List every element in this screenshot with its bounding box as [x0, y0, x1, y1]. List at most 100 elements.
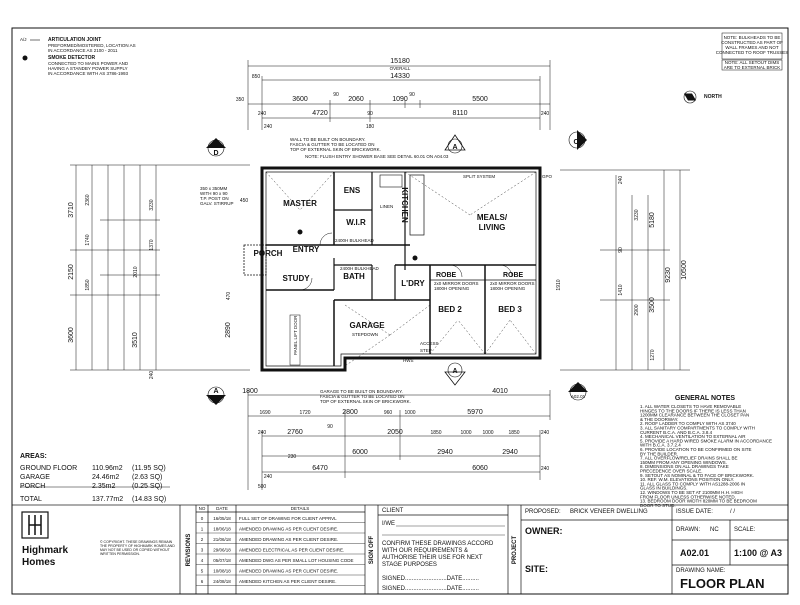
section-a-top-label: A — [452, 144, 457, 151]
area-label: TOTAL — [20, 496, 42, 503]
room-linen: LINEN — [380, 204, 393, 209]
company-name-2: Homes — [22, 557, 56, 568]
note-bulkhead-2: 2400H BULKHEAD — [340, 266, 380, 271]
area-m2: 110.96m2 — [92, 465, 123, 472]
bulkhead-note-1: NOTE: BULKHEADS TO BE — [724, 35, 781, 40]
dim-top-90b: 90 — [409, 92, 415, 98]
dim-right-9230: 9230 — [665, 267, 672, 283]
revision-date: 05/07/18 — [213, 558, 231, 563]
revision-no: 2 — [201, 537, 204, 542]
general-note-line: 4. MECHANICAL VENTILATION TO EXTERNAL AI… — [640, 434, 746, 439]
room-robe-1: ROBE — [436, 272, 457, 279]
section-a-top: A — [444, 134, 466, 154]
note-wall-boundary-top3: TOP OF EXTERNAL SKIN OF BRICKWORK. — [290, 147, 381, 152]
areas-title: AREAS: — [20, 453, 47, 460]
room-bed3: BED 3 — [498, 305, 522, 314]
revision-details: AMENDED DRAWING AS PER CLIENT DESIRE. — [239, 537, 338, 542]
dim-bottom-90a: 90 — [327, 424, 333, 430]
revision-details: AMENDED DRAWING AS PER CLIENT DESIRE. — [239, 569, 338, 574]
room-living: LIVING — [479, 223, 506, 232]
section-b-bottom: B A02.01 — [568, 382, 588, 401]
note-wall-boundary-bot3: TOP OF EXTERNAL SKIN OF BRICKWORK. — [320, 399, 411, 404]
general-note-line: HINGES TO THE DOORS IF THERE IS LESS THA… — [640, 408, 746, 413]
general-note-line: BY THE BUILDER. — [640, 451, 678, 456]
room-garage: GARAGE — [349, 321, 385, 330]
confirm-line-4: STAGE PURPOSES — [382, 562, 437, 568]
note-hws: HWS — [403, 358, 414, 363]
dim-top-5500: 5500 — [472, 96, 488, 103]
note-access: ACCESS — [420, 341, 439, 346]
dim-bottom-500: 500 — [258, 484, 267, 490]
general-note-line: PRECEDENCE OVER SCALE. — [640, 469, 703, 474]
confirm-line-3: AUTHORISE THEIR USE FOR NEXT — [382, 555, 483, 561]
dim-bottom-5970: 5970 — [467, 409, 483, 416]
room-meals: MEALS/ — [477, 213, 508, 222]
revision-no: 5 — [201, 569, 204, 574]
articulation-sub1: PREFORMED/MOSTERED, LOCATION AS — [48, 43, 136, 48]
general-notes-title: GENERAL NOTES — [675, 395, 735, 402]
left-dimensions — [70, 164, 250, 371]
dim-bottom-1000c: 1000 — [482, 430, 493, 436]
general-note-line: 9. SETOUT AS NOMINAL & TO FACE OF BRICKW… — [640, 473, 754, 478]
dim-top-3600: 3600 — [292, 96, 308, 103]
dim-left-1740: 1740 — [85, 234, 91, 245]
revision-date: 24/08/18 — [213, 579, 231, 584]
area-label: GARAGE — [20, 474, 50, 481]
dim-bottom-6060: 6060 — [472, 465, 488, 472]
dim-bottom-240d: 240 — [264, 474, 273, 480]
company-name-1: Highmark — [22, 545, 69, 556]
section-a-left-label: A — [213, 388, 218, 395]
dim-bottom-4010: 4010 — [492, 388, 508, 395]
site-label: SITE: — [525, 564, 548, 574]
area-label: GROUND FLOOR — [20, 465, 77, 472]
dim-right-2900: 2900 — [634, 304, 640, 315]
room-wir: W.I.R — [346, 218, 366, 227]
dim-top-4720: 4720 — [312, 110, 328, 117]
dim-bottom-2940a: 2940 — [437, 449, 453, 456]
smoke-detector-icon — [412, 255, 418, 261]
dim-right-1410: 1410 — [618, 284, 624, 295]
areas-table: AREAS: GROUND FLOOR 110.96m2 (11.95 SQ) GAR… — [20, 453, 170, 503]
room-ldry: L'DRY — [401, 279, 425, 288]
title-block — [11, 504, 789, 595]
note-post-3: T.P. POST ON — [200, 196, 229, 201]
dim-left-3510: 3510 — [132, 332, 139, 348]
issue-date-value: / / — [730, 509, 735, 515]
dim-top-1090: 1090 — [392, 96, 408, 103]
room-master: MASTER — [283, 199, 317, 208]
area-sq: (2.63 SQ) — [132, 474, 162, 481]
logo-box-icon — [21, 511, 49, 539]
area-sq: (11.95 SQ) — [132, 465, 166, 472]
section-b-bottom-label: B — [575, 387, 580, 394]
dim-right-240: 240 — [618, 176, 624, 185]
general-note-line: & THE DOORWAY. — [640, 417, 678, 422]
dim-left-470: 470 — [226, 292, 232, 301]
dim-right-10500: 10500 — [681, 260, 688, 280]
bottom-dimensions — [247, 390, 551, 490]
dim-bottom-240a: 240 — [258, 430, 267, 436]
area-sq: (0.25 SQ) — [132, 483, 162, 490]
dim-bottom-1000b: 1000 — [460, 430, 471, 436]
dim-left-450: 450 — [240, 198, 249, 204]
room-ens: ENS — [344, 186, 361, 195]
issue-date-label: ISSUE DATE: — [676, 509, 713, 515]
revision-no: 6 — [201, 579, 204, 584]
owner-label: OWNER: — [525, 526, 563, 536]
general-note-line: WITH B.C.A. 3.7.2.4 — [640, 443, 681, 448]
articulation-sub2: IN ACCORDANCE AS 2100 - 2011 — [48, 48, 118, 53]
general-note-line: 11. ALL GLASS TO COMPLY WITH AS1288-2006… — [640, 481, 745, 486]
dim-top-overall: 15180 — [390, 58, 410, 65]
general-notes: GENERAL NOTES 1. ALL WATER CLOSETS TO HA… — [640, 395, 772, 508]
dim-left-2360: 2360 — [85, 194, 91, 205]
general-note-line: 3. ALL SANITARY COMPARTMENTS TO COMPLY W… — [640, 426, 755, 431]
north-arrow-icon — [683, 93, 697, 101]
dim-bottom-1000: 1000 — [404, 410, 415, 416]
articulation-title: ARTICULATION JOINT — [48, 37, 101, 43]
note-bulkhead: 2400H BULKHEAD — [335, 238, 375, 243]
dim-left-3710: 3710 — [68, 202, 75, 218]
dim-bottom-6000: 6000 — [352, 449, 368, 456]
dim-bottom-230: 230 — [288, 454, 297, 460]
dim-bottom-960: 960 — [384, 410, 393, 416]
smoke-sub1: CONNECTED TO MAINS POWER AND — [48, 61, 129, 66]
